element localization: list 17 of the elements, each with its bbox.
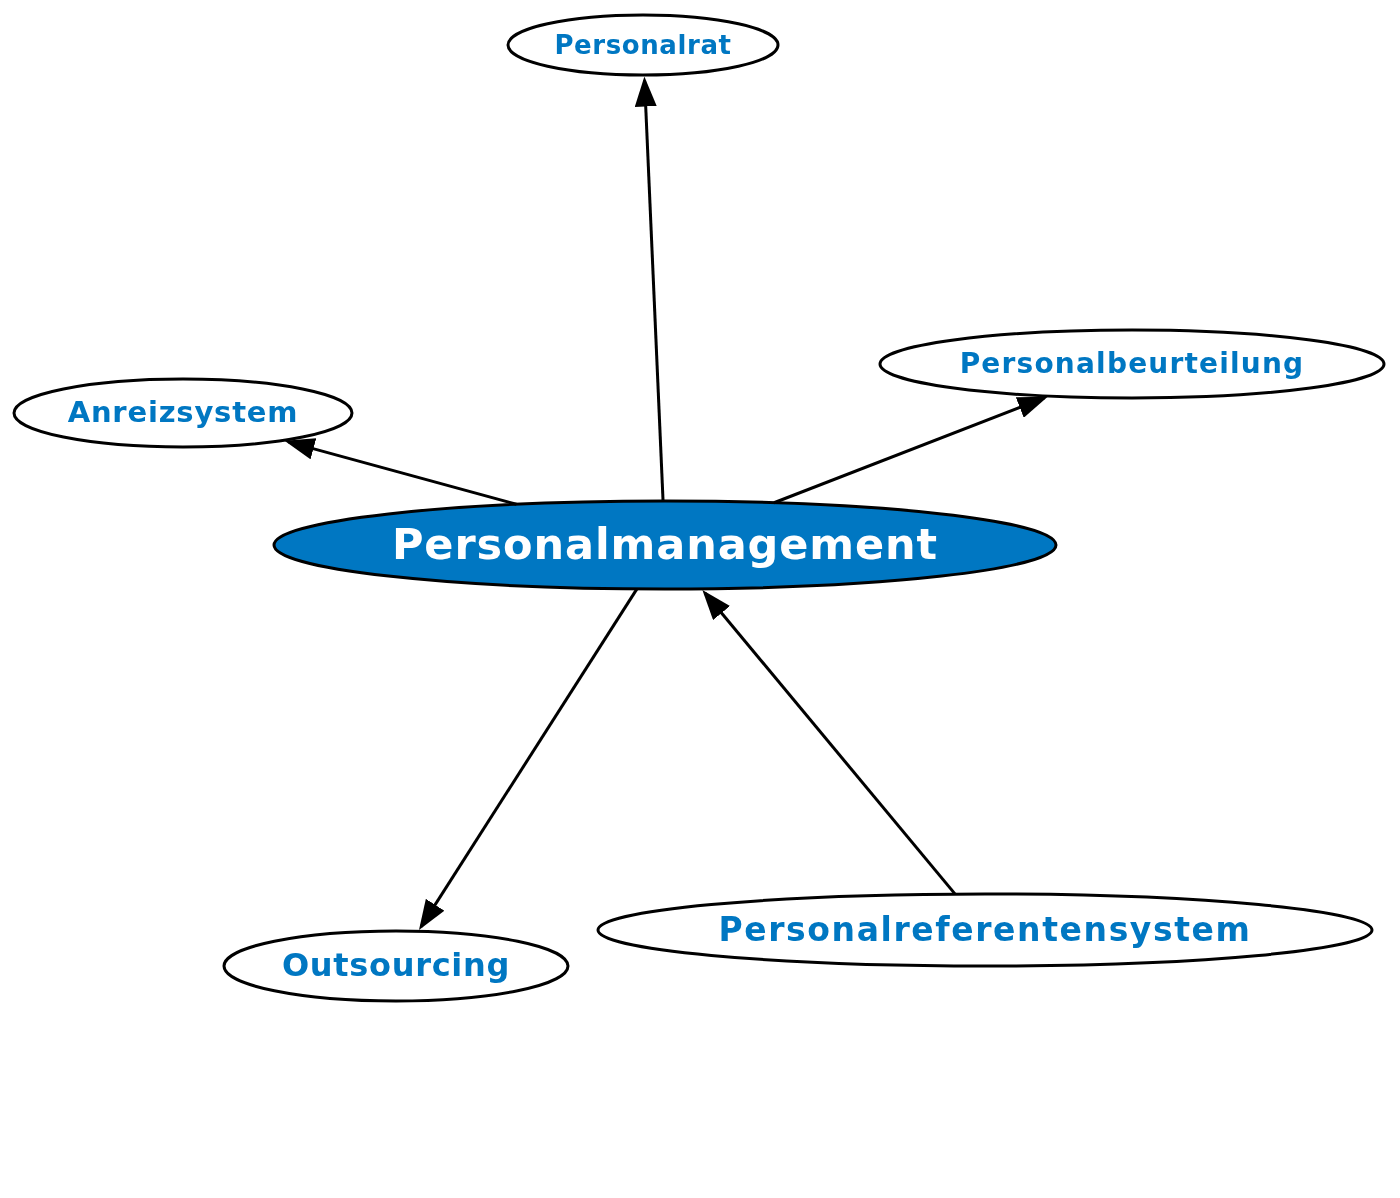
arrow	[419, 588, 639, 931]
ellipse-node	[505, 12, 781, 78]
arrow	[634, 76, 665, 502]
arrow	[284, 438, 517, 506]
ellipse-node	[595, 891, 1375, 969]
node-label: Personalreferentensystem	[718, 911, 1252, 949]
arrow	[773, 396, 1048, 505]
node-label: Personalmanagement	[391, 521, 939, 569]
ellipse-node	[877, 327, 1387, 401]
node-label: Personalbeurteilung	[959, 348, 1305, 380]
node-label: Outsourcing	[281, 948, 511, 984]
node-label: Personalrat	[554, 30, 732, 60]
node-label: Anreizsystem	[67, 397, 299, 429]
ellipse-node	[11, 376, 355, 450]
ellipse-node	[271, 498, 1059, 592]
arrow	[702, 589, 957, 896]
ellipse-node	[221, 928, 571, 1004]
